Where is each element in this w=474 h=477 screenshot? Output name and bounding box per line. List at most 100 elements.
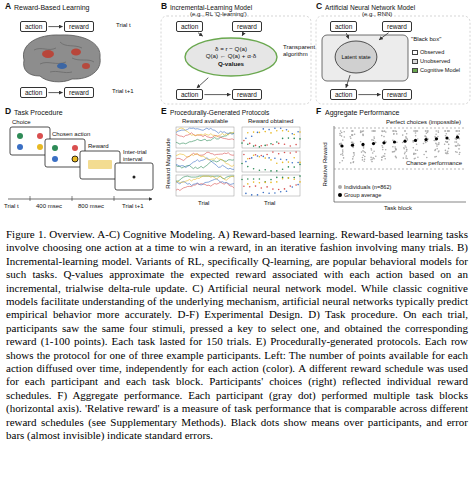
individual-dot <box>417 130 419 132</box>
choice-dot <box>286 129 288 131</box>
choice-dot <box>266 154 268 156</box>
individual-dot <box>396 142 398 144</box>
connector <box>197 78 208 88</box>
individual-dot <box>415 153 417 155</box>
choice-dot <box>295 151 297 153</box>
individual-dot <box>413 153 415 155</box>
choice-dot <box>241 179 243 181</box>
choice-dot <box>297 131 299 133</box>
individual-dot <box>393 130 395 132</box>
choice-dot <box>276 130 278 132</box>
individual-dot <box>416 130 418 132</box>
choice-dot <box>299 138 301 140</box>
q-ellipse <box>185 38 277 76</box>
individual-dot <box>457 145 459 147</box>
choice-dot <box>261 187 263 189</box>
choice-dot <box>274 127 276 129</box>
individual-dot <box>449 130 451 132</box>
individual-dot <box>343 157 345 159</box>
choice-dot <box>243 140 245 142</box>
individual-dot <box>435 130 437 132</box>
individual-dot <box>434 156 436 158</box>
choice-dot <box>255 185 257 187</box>
choice-dot <box>284 188 286 190</box>
individual-dot <box>381 159 383 161</box>
individual-dot <box>360 132 362 134</box>
choice-dot <box>280 127 282 129</box>
figure-label: Artificial Neural Network Model <box>325 4 415 12</box>
legend-swatch <box>412 50 418 55</box>
choice-dot <box>253 154 255 156</box>
individual-dot <box>351 134 353 136</box>
plot-frame <box>176 175 234 196</box>
choice-dot <box>264 157 266 159</box>
mean-dot <box>351 144 354 147</box>
individual-dot <box>435 143 437 145</box>
figure-label: (e.g., RL 'Q-learning') <box>190 11 247 18</box>
choice-dot <box>245 161 247 163</box>
choice-dot <box>293 138 295 140</box>
choice-dot <box>241 163 243 165</box>
choice-dot <box>249 143 251 145</box>
choice-dot <box>288 166 290 168</box>
choice-dot <box>263 128 265 130</box>
node-text: action <box>181 91 198 98</box>
choice-dot <box>293 157 295 159</box>
connector <box>379 33 388 40</box>
individual-dot <box>373 136 375 138</box>
choice-dot <box>276 170 278 172</box>
individual-dot <box>342 149 344 151</box>
legend-entry: Cognitive Model <box>412 67 460 73</box>
individual-dot <box>382 147 384 149</box>
choice-dot <box>286 159 288 161</box>
choice-dot <box>253 131 255 133</box>
individual-dot <box>372 152 374 154</box>
choice-dot <box>276 181 278 183</box>
individual-dot <box>425 142 427 144</box>
plot-frame <box>176 127 234 148</box>
choice-dot <box>253 178 255 180</box>
mean-dot <box>456 136 459 139</box>
choice-dot <box>247 144 249 146</box>
mean-dot <box>414 139 417 142</box>
model-shape: δ = r − Q(a)Q(a) ← Q(a) + α·δQ-values <box>184 37 278 77</box>
choice-dot <box>292 186 294 188</box>
plot-frame <box>242 151 300 172</box>
panel-letter: A <box>5 2 11 12</box>
individual-dot <box>438 151 440 153</box>
mean-dot <box>403 140 406 143</box>
individual-dot <box>353 152 355 154</box>
individual-dot <box>392 130 394 132</box>
individual-dot <box>341 135 343 137</box>
figure-label: Choice <box>12 119 31 126</box>
individual-dot <box>396 133 398 135</box>
individual-dot <box>404 151 406 153</box>
individual-dot <box>373 150 375 152</box>
individual-dot <box>446 142 448 144</box>
connector <box>48 26 62 27</box>
choice-dot <box>272 144 274 146</box>
figure-label: Reward <box>88 143 109 150</box>
individual-dot <box>362 159 364 161</box>
individual-dot <box>342 160 344 162</box>
individual-dot <box>394 146 396 148</box>
individual-dot <box>352 158 354 160</box>
node-text: action <box>181 23 198 30</box>
variable-box: action <box>176 89 203 100</box>
legend-swatch <box>412 68 418 73</box>
individual-dot <box>360 141 362 143</box>
individual-dot <box>426 157 428 159</box>
figure-label: Reward Magnitude <box>165 138 172 188</box>
individual-dot <box>447 130 449 132</box>
performance-plot <box>334 126 466 202</box>
node-text: reward <box>237 23 257 30</box>
mean-dot <box>340 144 343 147</box>
individual-dot <box>444 130 446 132</box>
mean-dot <box>382 141 385 144</box>
individual-dot <box>454 141 456 143</box>
individual-dot <box>415 130 417 132</box>
latent-circle <box>335 41 377 73</box>
choice-dot <box>290 145 292 147</box>
protocol-plots <box>176 127 301 196</box>
individual-dot <box>396 131 398 133</box>
